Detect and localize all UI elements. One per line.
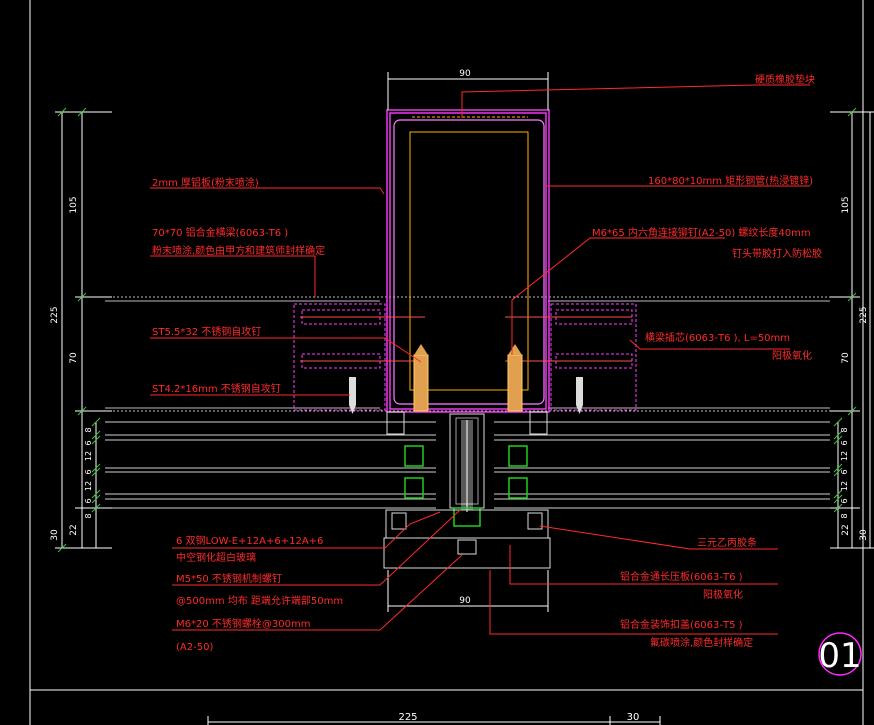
dim-bottom-30: 30 (627, 712, 640, 723)
annotations: 硬质橡胶垫块 2mm 厚铝板(粉末喷涂) 160*80*10mm 矩形钢管(热浸… (152, 73, 822, 653)
dim-left-12-b: 12 (84, 481, 93, 491)
dim-left-70: 70 (69, 352, 79, 364)
dim-right-8-bottom: 8 (840, 513, 849, 518)
label-glass-spec: 6 双钢LOW-E+12A+6+12A+6 (176, 534, 323, 547)
label-pressure-plate-note: 阳极氧化 (703, 588, 743, 601)
label-bolt-m6-note: 钉头带胶打入防松胶 (732, 247, 822, 260)
label-cover-cap: 铝合金装饰扣盖(6063-T5 ) (620, 618, 743, 631)
beam-reference-lines (105, 296, 830, 412)
label-epdm: 三元乙丙胶条 (697, 536, 757, 549)
dim-right-ticks (833, 107, 857, 513)
connection-bolt-right (507, 344, 523, 412)
dim-left-225: 225 (50, 306, 60, 323)
dim-right-6-b: 6 (840, 469, 849, 474)
leader-lines (150, 84, 810, 635)
dim-left-30: 30 (50, 529, 60, 541)
title-block-frame (29, 0, 864, 725)
beam-core-bolts (300, 316, 632, 362)
dim-bottom-225-30 (207, 716, 661, 725)
dim-top (387, 72, 549, 110)
dim-bottom-225: 225 (398, 712, 417, 723)
dim-left-12-a: 12 (84, 451, 93, 461)
glass-panes-right (494, 421, 830, 509)
label-beam-70: 70*70 铝合金横梁(6063-T6 ) (152, 226, 288, 239)
label-bolt-m6: M6*65 内六角连接铆钉(A2-50) 螺纹长度40mm (592, 226, 811, 239)
dim-right-105: 105 (841, 196, 851, 213)
label-tube-spec: 160*80*10mm 矩形钢管(热浸镀锌) (648, 174, 813, 187)
dim-left-6-c: 6 (84, 498, 93, 503)
glass-panes-left (105, 421, 436, 509)
label-beam-70-note: 粉末喷涂,颜色由甲方和建筑师封样确定 (152, 244, 325, 257)
dim-right-6-c: 6 (840, 498, 849, 503)
dim-left-6-b: 6 (84, 469, 93, 474)
label-core-spec: 横梁插芯(6063-T6 ), L=50mm (645, 331, 790, 344)
beam-edge-lines (105, 300, 830, 409)
dim-right-225: 225 (859, 306, 869, 323)
decorative-cover-cap (383, 537, 551, 569)
dim-right-12-a: 12 (840, 451, 849, 461)
m5-screw-center (461, 420, 473, 512)
detail-number: 01 (818, 636, 861, 676)
dim-left-6-a: 6 (84, 440, 93, 445)
dim-left-22: 22 (69, 524, 79, 535)
dim-right-lines (830, 111, 874, 549)
label-plate-2mm: 2mm 厚铝板(粉末喷涂) (152, 176, 259, 189)
detail-number-circle: 01 (818, 632, 862, 676)
steel-tube-160x80 (393, 119, 545, 405)
dim-left-8-bottom: 8 (84, 513, 93, 518)
label-pressure-plate: 铝合金通长压板(6063-T6 ) (620, 570, 743, 583)
label-screw-m5: M5*50 不锈钢机制螺钉 (176, 572, 282, 585)
self-tapping-screw-left (349, 377, 356, 414)
dim-right-6-a: 6 (840, 440, 849, 445)
label-bolt-m6x20: M6*20 不锈钢螺栓@300mm (176, 617, 310, 630)
label-screw-m5-spacing: @500mm 均布 距端允许端部50mm (176, 594, 343, 607)
dim-right-22: 22 (841, 524, 851, 535)
connection-bolt-left (413, 344, 429, 412)
label-screw-st42: ST4.2*16mm 不锈钢自攻钉 (152, 382, 281, 395)
dim-left-8-top: 8 (84, 427, 93, 432)
dim-left-105: 105 (69, 196, 79, 213)
label-screw-st55: ST5.5*32 不锈钢自攻钉 (152, 325, 261, 338)
dim-right-8-top: 8 (840, 427, 849, 432)
dim-top-width: 90 (459, 69, 471, 79)
dim-left-lines (55, 111, 112, 549)
self-tapping-screw-right (576, 377, 583, 414)
label-cover-cap-note: 氟碳喷涂,颜色封样确定 (650, 636, 753, 649)
dim-right-70: 70 (841, 352, 851, 364)
dim-right-12-b: 12 (840, 481, 849, 491)
label-glass-note: 中空钢化超白玻璃 (176, 551, 256, 564)
label-core-note: 阳极氧化 (772, 349, 812, 362)
dim-left-ticks (57, 107, 101, 553)
aluminum-plate-2mm (386, 109, 550, 413)
epdm-gasket-seals (404, 445, 528, 527)
dim-right-30: 30 (859, 529, 869, 541)
dim-bottom-width: 90 (459, 596, 471, 606)
label-bolt-m6x20-grade: (A2-50) (176, 642, 213, 653)
label-top-right-block: 硬质橡胶垫块 (755, 73, 815, 86)
